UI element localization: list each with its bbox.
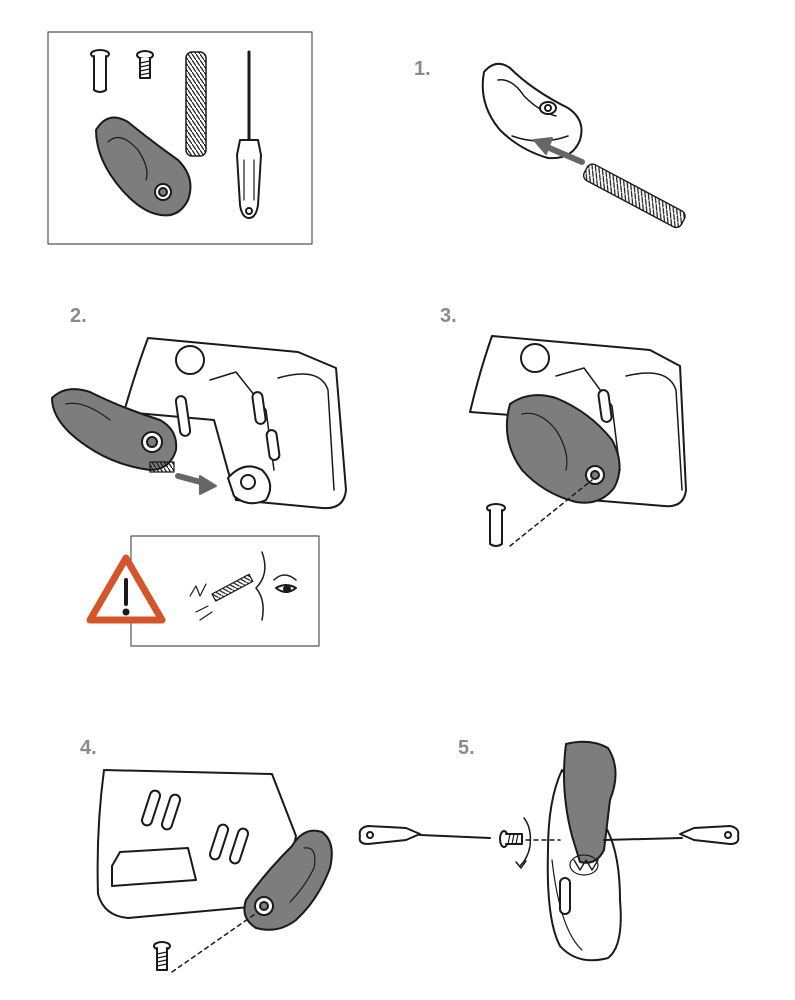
lever-icon [95, 116, 192, 217]
step-3-label: 3. [440, 305, 457, 327]
screwdriver-icon [236, 50, 262, 219]
screw-icon [136, 50, 154, 79]
screwdriver-icon [603, 825, 740, 845]
pin-icon [486, 503, 506, 547]
screw-icon [153, 941, 171, 971]
spring-icon [582, 163, 686, 229]
eye-protection-icon [189, 551, 297, 621]
step-1-illustration [481, 62, 686, 229]
rotate-arrow-icon [515, 817, 532, 869]
step-5-illustration [358, 740, 740, 962]
step-4-label: 4. [80, 737, 97, 759]
warning-box [86, 535, 320, 647]
screw-icon [499, 830, 523, 848]
arrow-icon [175, 473, 217, 495]
step-2-label: 2. [70, 305, 87, 327]
pin-icon [90, 49, 110, 93]
parts-box [47, 31, 313, 245]
warning-triangle-icon [86, 554, 166, 624]
step-2-illustration [51, 337, 347, 510]
arrow-icon [533, 137, 585, 165]
spring-icon [185, 51, 207, 157]
step-4-illustration [96, 769, 333, 973]
screwdriver-icon [358, 825, 491, 845]
step-1-label: 1. [414, 58, 431, 80]
step-5-label: 5. [458, 737, 475, 759]
step-3-illustration [469, 335, 687, 547]
